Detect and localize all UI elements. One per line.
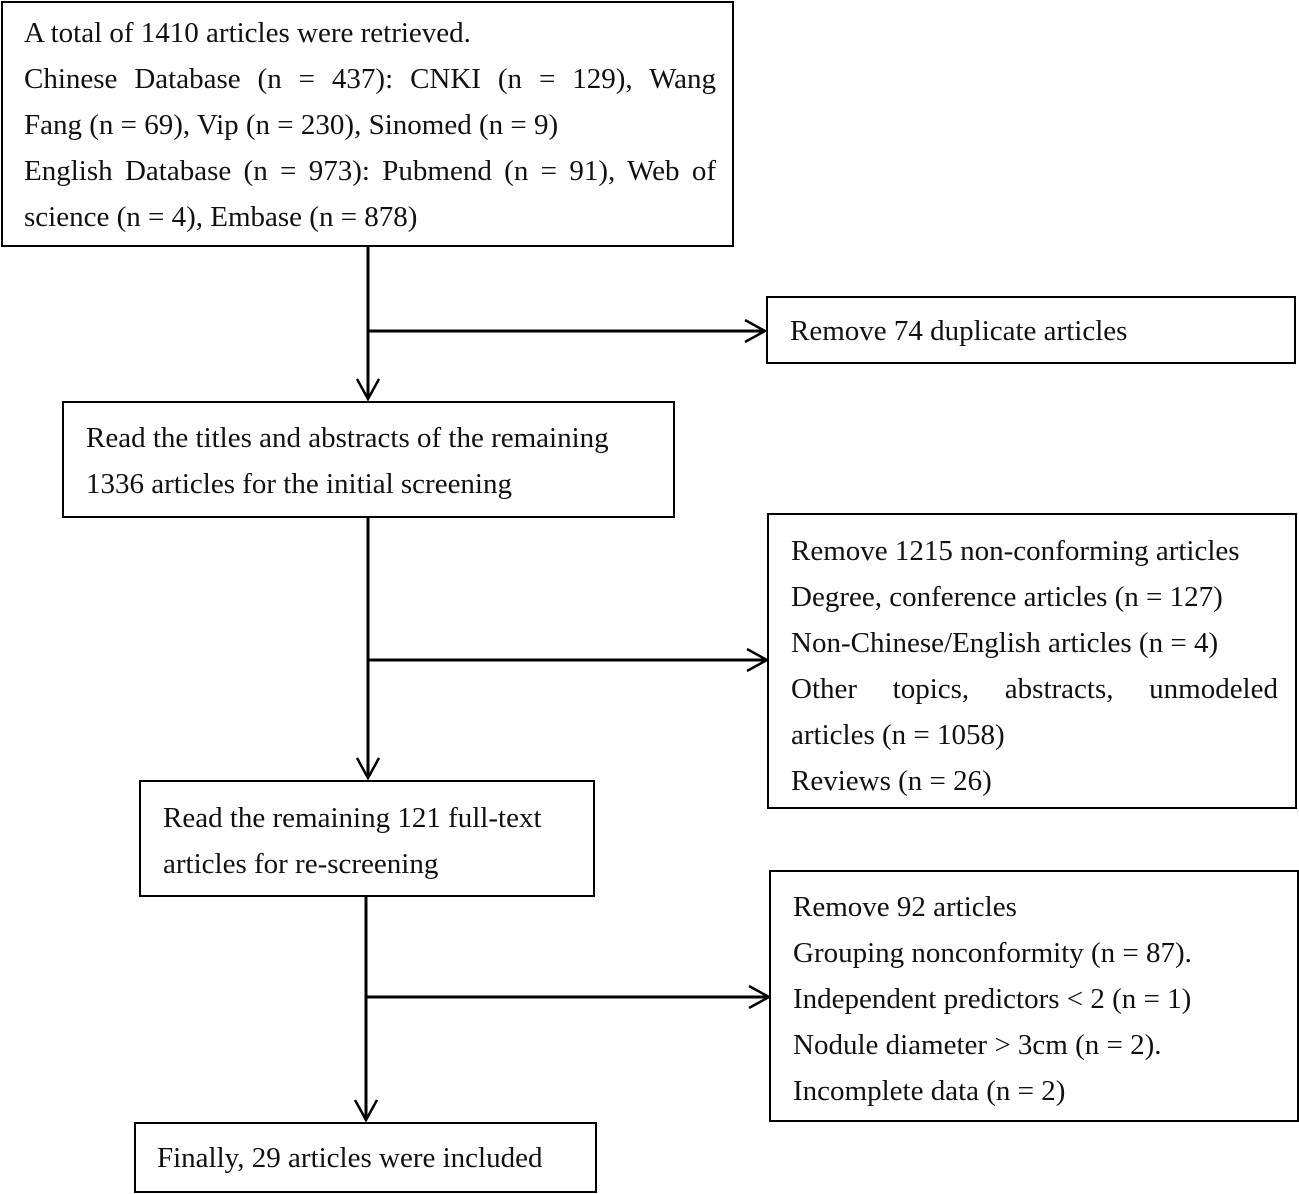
box-text-line: A total of 1410 articles were retrieved. xyxy=(24,17,471,49)
box-text-line: Independent predictors < 2 (n = 1) xyxy=(793,983,1192,1015)
box-text-line: Remove 1215 non-conforming articles xyxy=(791,535,1240,567)
box-text-line: Incomplete data (n = 2) xyxy=(793,1075,1066,1107)
duplicates-removed-box: Remove 74 duplicate articles xyxy=(766,296,1296,364)
box-text-line: Fang (n = 69), Vip (n = 230), Sinomed (n… xyxy=(24,109,559,141)
box-text-line: Grouping nonconformity (n = 87). xyxy=(793,937,1192,969)
studies-included-box: Finally, 29 articles were included xyxy=(134,1122,597,1193)
box-text-line: 1336 articles for the initial screening xyxy=(86,468,512,500)
box-text-line: Finally, 29 articles were included xyxy=(157,1142,543,1174)
box-text-line: Chinese Database (n = 437): CNKI (n = 12… xyxy=(24,63,716,95)
box-text-line: articles for re-screening xyxy=(163,848,439,880)
box-text-line: articles (n = 1058) xyxy=(791,719,1005,751)
box-text-line: Nodule diameter > 3cm (n = 2). xyxy=(793,1029,1162,1061)
box-text-line: Remove 74 duplicate articles xyxy=(790,315,1128,347)
fulltext-excluded-box: Remove 92 articles Grouping nonconformit… xyxy=(769,870,1299,1122)
records-retrieved-box: A total of 1410 articles were retrieved.… xyxy=(1,1,734,247)
box-text-line: Reviews (n = 26) xyxy=(791,765,992,797)
nonconforming-removed-box: Remove 1215 non-conforming articles Degr… xyxy=(767,513,1297,809)
fulltext-screening-box: Read the remaining 121 full-text article… xyxy=(139,780,595,897)
box-text-line: Read the titles and abstracts of the rem… xyxy=(86,422,609,454)
box-text-line: Read the remaining 121 full-text xyxy=(163,802,542,834)
box-text-line: Degree, conference articles (n = 127) xyxy=(791,581,1223,613)
box-text-line: Non-Chinese/English articles (n = 4) xyxy=(791,627,1219,659)
box-text-line: Other topics, abstracts, unmodeled xyxy=(791,673,1278,705)
box-text-line: English Database (n = 973): Pubmend (n =… xyxy=(24,155,716,187)
box-text-line: science (n = 4), Embase (n = 878) xyxy=(24,201,418,233)
box-text-line: Remove 92 articles xyxy=(793,891,1017,923)
initial-screening-box: Read the titles and abstracts of the rem… xyxy=(62,401,675,518)
